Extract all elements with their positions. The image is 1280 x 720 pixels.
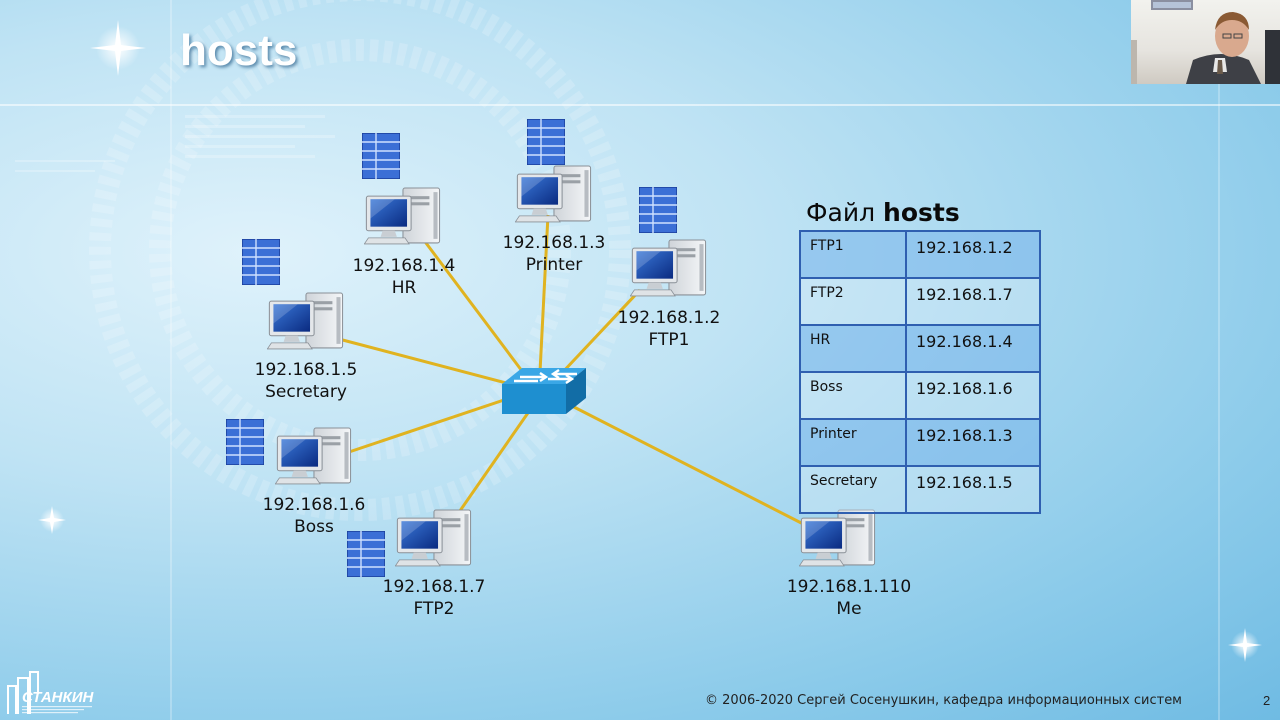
webcam-video bbox=[1131, 0, 1280, 84]
link-ftp2 bbox=[453, 409, 532, 519]
host-name-cell: Boss bbox=[799, 371, 907, 420]
computer-icon bbox=[395, 509, 472, 567]
table-row: Printer 192.168.1.3 bbox=[799, 418, 1041, 467]
computer-icon bbox=[267, 292, 344, 350]
network-switch-icon bbox=[502, 368, 586, 414]
link-hr bbox=[418, 234, 527, 376]
node-ip: 192.168.1.5 bbox=[254, 360, 358, 380]
slide-title: hosts bbox=[180, 26, 298, 75]
node-label-boss: 192.168.1.6 Boss bbox=[263, 494, 366, 538]
table-row: Boss 192.168.1.6 bbox=[799, 371, 1041, 420]
node-ip: 192.168.1.6 bbox=[262, 495, 366, 515]
node-ip: 192.168.1.110 bbox=[786, 577, 912, 597]
host-ip-cell: 192.168.1.7 bbox=[905, 277, 1041, 326]
node-label-secretary: 192.168.1.5 Secretary bbox=[255, 359, 358, 403]
hosts-title-prefix: Файл bbox=[806, 198, 876, 227]
stankin-logo: СТАНКИН bbox=[7, 671, 95, 714]
table-row: FTP2 192.168.1.7 bbox=[799, 277, 1041, 326]
node-name: FTP2 bbox=[413, 599, 455, 619]
link-me bbox=[569, 403, 816, 532]
link-boss bbox=[339, 396, 511, 457]
computer-icon bbox=[275, 427, 352, 485]
link-secretary bbox=[334, 336, 511, 386]
hosts-file-icon bbox=[639, 187, 677, 233]
hosts-title-bold: hosts bbox=[883, 198, 960, 227]
node-label-ftp1: 192.168.1.2 FTP1 bbox=[618, 307, 721, 351]
footer-copyright: © 2006-2020 Сергей Сосенушкин, кафедра и… bbox=[705, 693, 1182, 708]
node-name: FTP1 bbox=[648, 330, 690, 350]
hosts-file-icon bbox=[242, 239, 280, 285]
hosts-table: FTP1 192.168.1.2 FTP2 192.168.1.7 HR 192… bbox=[799, 230, 1041, 514]
node-ip: 192.168.1.3 bbox=[502, 233, 606, 253]
logo-text: СТАНКИН bbox=[22, 689, 95, 706]
table-row: Secretary 192.168.1.5 bbox=[799, 465, 1041, 514]
printer-computer-icon bbox=[515, 165, 592, 223]
node-name: Boss bbox=[294, 517, 334, 537]
node-label-ftp2: 192.168.1.7 FTP2 bbox=[383, 576, 486, 620]
node-name: Printer bbox=[525, 255, 583, 275]
host-name-cell: Printer bbox=[799, 418, 907, 467]
page-number: 2 bbox=[1263, 693, 1271, 708]
table-row: HR 192.168.1.4 bbox=[799, 324, 1041, 373]
host-name-cell: Secretary bbox=[799, 465, 907, 514]
host-ip-cell: 192.168.1.3 bbox=[905, 418, 1041, 467]
computer-icon bbox=[799, 509, 876, 567]
network-links bbox=[334, 214, 816, 532]
host-ip-cell: 192.168.1.2 bbox=[905, 230, 1041, 279]
link-printer bbox=[538, 214, 550, 373]
node-ip: 192.168.1.2 bbox=[617, 308, 721, 328]
node-name: HR bbox=[391, 278, 417, 298]
node-label-me: 192.168.1.110 Me bbox=[787, 576, 911, 620]
hosts-file-title: Файл hosts bbox=[806, 198, 960, 227]
table-row: FTP1 192.168.1.2 bbox=[799, 230, 1041, 279]
host-ip-cell: 192.168.1.6 bbox=[905, 371, 1041, 420]
host-name-cell: FTP2 bbox=[799, 277, 907, 326]
computer-icon bbox=[364, 187, 441, 245]
node-name: Me bbox=[836, 599, 862, 619]
node-label-hr: 192.168.1.4 HR bbox=[353, 255, 456, 299]
node-label-printer: 192.168.1.3 Printer bbox=[503, 232, 606, 276]
hosts-file-icon bbox=[527, 119, 565, 165]
node-name: Secretary bbox=[265, 382, 347, 402]
hosts-file-icon bbox=[226, 419, 264, 465]
host-ip-cell: 192.168.1.4 bbox=[905, 324, 1041, 373]
node-ip: 192.168.1.4 bbox=[352, 256, 456, 276]
host-name-cell: HR bbox=[799, 324, 907, 373]
presenter-image bbox=[1131, 0, 1280, 84]
computer-icon bbox=[630, 239, 707, 297]
hosts-file-icon bbox=[362, 133, 400, 179]
link-ftp1 bbox=[558, 288, 642, 377]
host-ip-cell: 192.168.1.5 bbox=[905, 465, 1041, 514]
host-name-cell: FTP1 bbox=[799, 230, 907, 279]
sparkle-icon bbox=[90, 20, 146, 76]
node-ip: 192.168.1.7 bbox=[382, 577, 486, 597]
